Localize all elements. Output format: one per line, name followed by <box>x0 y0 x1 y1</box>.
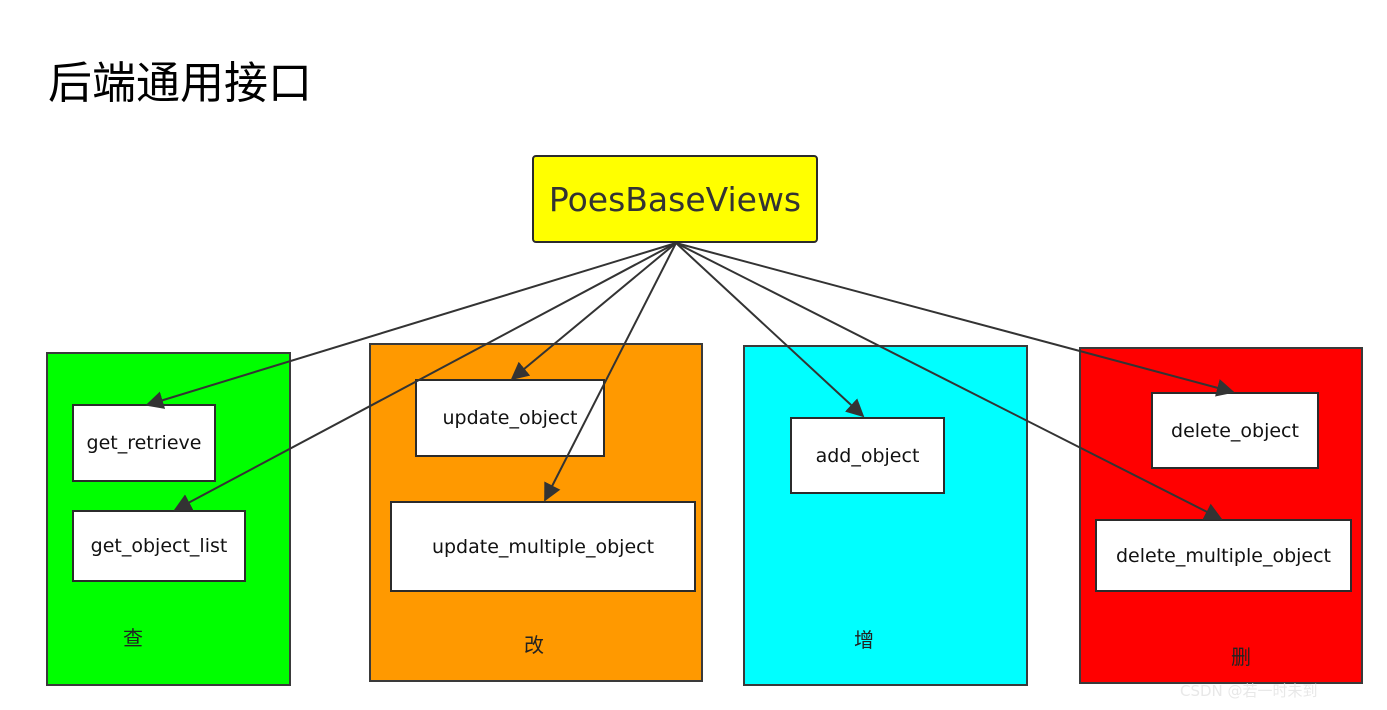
watermark: CSDN @若一时未到 <box>1180 682 1318 700</box>
group-add: 增 <box>743 345 1028 686</box>
edge-to-delete-object <box>675 242 1235 397</box>
edge-to-update-multiple-object <box>544 242 677 502</box>
node-delete-multiple-object[interactable]: delete_multiple_object <box>1095 519 1352 592</box>
group-update-label: 改 <box>524 633 544 657</box>
edge-to-get-object-list <box>173 242 677 511</box>
group-add-label: 增 <box>854 628 874 652</box>
page-title: 后端通用接口 <box>48 58 312 109</box>
edge-to-update-object <box>510 242 677 381</box>
node-get-retrieve[interactable]: get_retrieve <box>72 404 216 482</box>
root-node-poesbaseviews[interactable]: PoesBaseViews <box>532 155 818 243</box>
node-update-multiple-object[interactable]: update_multiple_object <box>390 501 696 592</box>
edge-to-get-retrieve <box>145 242 677 409</box>
group-query-label: 查 <box>123 626 143 650</box>
node-delete-object[interactable]: delete_object <box>1151 392 1319 469</box>
group-delete-label: 删 <box>1231 645 1251 669</box>
edge-to-add-object <box>675 242 865 418</box>
node-get-object-list[interactable]: get_object_list <box>72 510 246 582</box>
node-add-object[interactable]: add_object <box>790 417 945 494</box>
edge-to-delete-multiple-object <box>675 242 1223 520</box>
